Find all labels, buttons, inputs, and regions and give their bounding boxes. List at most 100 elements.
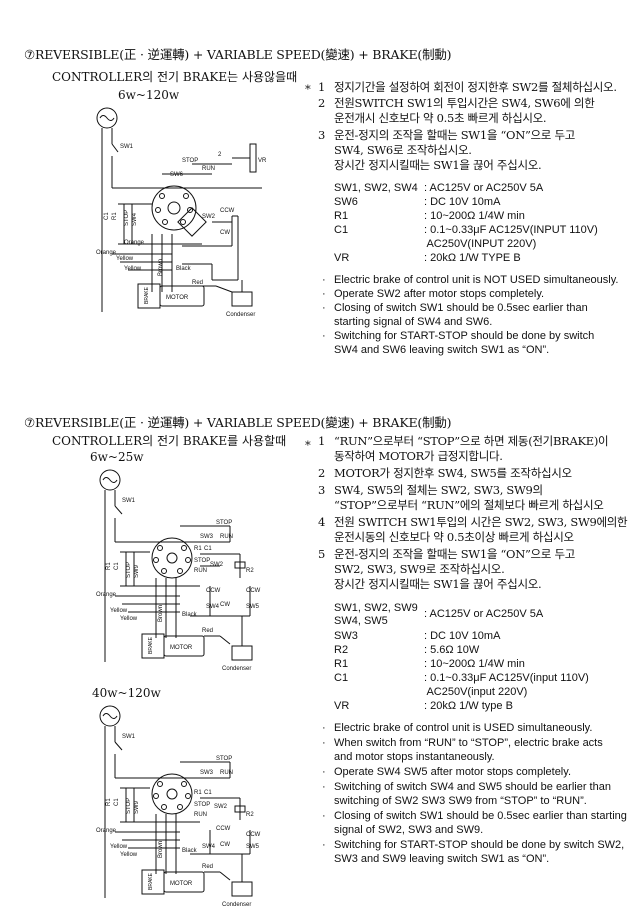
- label-orange-2: Orange: [96, 250, 117, 256]
- bullet-line: ·Switching of switch SW4 and SW5 should …: [322, 781, 611, 793]
- section2-range-small: 6w~25w: [90, 450, 144, 464]
- note-line: 운전개시 신호보다 약 0.5초 빠르게 하십시오.: [334, 111, 547, 125]
- bullet-line: ·Switching for START-STOP should be done…: [322, 839, 625, 851]
- label-sw6: SW6: [170, 172, 184, 178]
- spec-key: SW4, SW5: [334, 615, 388, 627]
- bullet-line: ·Operate SW4 SW5 after motor stops compl…: [322, 766, 571, 778]
- section1-bullets: ·Electric brake of control unit is NOT U…: [322, 274, 627, 364]
- note-number: 5: [318, 547, 326, 561]
- note-number: 1: [318, 80, 326, 94]
- label-r1: R1: [194, 790, 202, 796]
- spec-value: AC250V(INPUT 220V): [424, 238, 537, 250]
- spec-value-shared: : AC125V or AC250V 5A: [424, 608, 544, 620]
- label-stop-v: STOP: [126, 562, 132, 578]
- label-run-2: RUN: [194, 568, 207, 574]
- label-run: RUN: [220, 534, 233, 540]
- spec-value: : 10~200Ω 1/4W min: [424, 658, 525, 670]
- label-ccw-2: CCW: [246, 832, 261, 838]
- label-sw1: SW1: [122, 498, 136, 504]
- bullet-line: SW3 and SW9 leaving switch SW1 as “ON”.: [334, 853, 550, 865]
- label-sw4: SW4: [202, 844, 216, 850]
- label-ccw: CCW: [216, 826, 231, 832]
- label-condenser: Condenser: [226, 312, 255, 318]
- note-line: SW2, SW3, SW9로 조작하십시오.: [334, 562, 505, 576]
- spec-row: R1: 10~200Ω 1/4W min: [334, 658, 525, 671]
- label-orange: Orange: [96, 828, 117, 834]
- bullet-line: switching of SW2 SW3 SW9 from “STOP” to …: [334, 795, 587, 807]
- label-orange: Orange: [96, 592, 117, 598]
- section2-bullets: ·Electric brake of control unit is USED …: [322, 722, 630, 872]
- label-stop: STOP: [216, 756, 232, 762]
- label-cw: CW: [220, 230, 230, 236]
- label-condenser: Condenser: [222, 666, 251, 672]
- label-stop-2: STOP: [194, 802, 210, 808]
- label-run-2: RUN: [194, 812, 207, 818]
- bullet-line: ·Electric brake of control unit is NOT U…: [322, 274, 619, 286]
- label-c1: C1: [204, 790, 212, 796]
- label-orange: Orange: [124, 240, 145, 246]
- label-sw2: SW2: [202, 214, 216, 220]
- note-line: MOTOR가 정지한후 SW4, SW5를 조작하십시오: [334, 466, 572, 480]
- note-line: 장시간 정지시킬때는 SW1을 끊어 주십시오.: [334, 577, 542, 591]
- label-brown: Brown: [158, 841, 164, 858]
- note-line: 전원SWITCH SW1의 투입시간은 SW4, SW6에 의한: [334, 96, 595, 110]
- spec-key: SW3: [334, 630, 358, 642]
- note-line: 운전-정지의 조작을 할때는 SW1을 “ON”으로 두고: [334, 547, 576, 561]
- section2-star: *: [305, 438, 311, 452]
- label-cw: CW: [220, 842, 230, 848]
- note-number: 3: [318, 128, 326, 142]
- label-sw4: SW4: [206, 604, 220, 610]
- note-number: 3: [318, 483, 326, 497]
- spec-value: : 0.1~0.33μF AC125V(input 110V): [424, 672, 589, 684]
- label-yellow-2: Yellow: [124, 266, 142, 272]
- label-red: Red: [192, 280, 203, 286]
- label-sw9: SW9: [134, 800, 140, 814]
- label-c1-v: C1: [114, 798, 120, 806]
- label-black: Black: [182, 848, 198, 854]
- label-stop: STOP: [216, 520, 232, 526]
- label-r1-v: R1: [106, 798, 112, 806]
- bullet-line: ·Electric brake of control unit is USED …: [322, 722, 593, 734]
- label-yellow: Yellow: [116, 256, 134, 262]
- label-r1: R1: [112, 212, 118, 220]
- spec-row: AC250V(input 220V): [334, 686, 527, 699]
- section1-notes: 1 정지기간을 설정하여 회전이 정지한후 SW2를 절체하십시오. 2 전원S…: [318, 80, 628, 180]
- wiring-diagram-1: SW1 2 VR STOP RUN SW6 C1 R1 STOP SW4 SW2…: [96, 107, 267, 318]
- label-sw3: SW3: [200, 770, 214, 776]
- spec-value: : 0.1~0.33μF AC125V(INPUT 110V): [424, 224, 598, 236]
- label-motor: MOTOR: [170, 645, 193, 651]
- spec-value: AC250V(input 220V): [424, 686, 528, 698]
- spec-value: : DC 10V 10mA: [424, 196, 501, 208]
- label-run: RUN: [202, 166, 215, 172]
- spec-row: R2: 5.6Ω 10W: [334, 644, 479, 657]
- spec-row: SW1, SW2, SW4: AC125V or AC250V 5A: [334, 182, 543, 195]
- spec-key: SW1, SW2, SW9: [334, 602, 418, 614]
- section1-subtitle: CONTROLLER의 전기 BRAKE는 사용않을때: [52, 70, 298, 84]
- bullet-line: ·Switching for START-STOP should be done…: [322, 330, 595, 342]
- note-line: 운전-정지의 조작을 할때는 SW1을 “ON”으로 두고: [334, 128, 576, 142]
- spec-row: SW6: DC 10V 10mA: [334, 196, 500, 209]
- spec-value: : 10~200Ω 1/4W min: [424, 210, 525, 222]
- label-sw9: SW9: [134, 564, 140, 578]
- spec-key: R2: [334, 644, 349, 656]
- label-ccw-2: CCW: [246, 588, 261, 594]
- bullet-line: ·Operate SW2 after motor stops completel…: [322, 288, 545, 300]
- label-motor: MOTOR: [170, 881, 193, 887]
- note-line: 장시간 정지시킬때는 SW1을 끊어 주십시오.: [334, 158, 542, 172]
- spec-key: VR: [334, 700, 350, 712]
- label-r1c1: R1: [194, 546, 202, 552]
- label-r2: R2: [246, 568, 254, 574]
- label-c1: C1: [204, 546, 212, 552]
- label-stop-2: STOP: [194, 558, 210, 564]
- label-sw1: SW1: [122, 734, 136, 740]
- label-c1: C1: [104, 212, 110, 220]
- label-sw4: SW4: [132, 212, 138, 226]
- spec-value: : 20kΩ 1/W type B: [424, 700, 513, 712]
- note-line: “RUN”으로부터 “STOP”으로 하면 제동(전기BRAKE)이: [334, 434, 609, 448]
- spec-key: R1: [334, 210, 349, 222]
- note-line: SW4, SW5의 절체는 SW2, SW3, SW9의: [334, 483, 543, 497]
- spec-value: : AC125V or AC250V 5A: [424, 182, 544, 194]
- label-brake: BRAKE: [148, 636, 154, 654]
- spec-value: : 20kΩ 1/W TYPE B: [424, 252, 521, 264]
- spec-key: C1: [334, 672, 349, 684]
